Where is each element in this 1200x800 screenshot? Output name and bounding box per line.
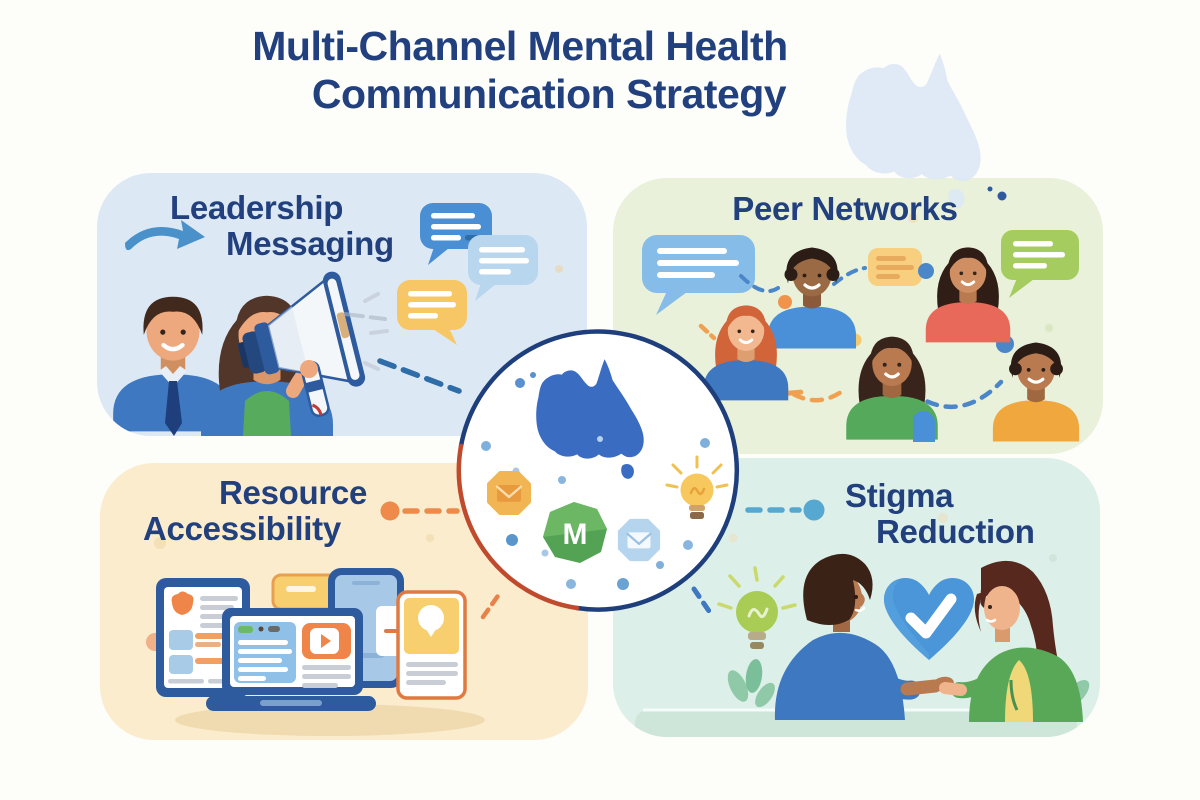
speech-bubble-icon xyxy=(642,235,755,315)
avatar-stigma-man xyxy=(774,553,954,720)
page-title-line2: Communication Strategy xyxy=(311,71,787,118)
m-badge-icon: M xyxy=(543,502,607,563)
avatar-peer-woman-coral xyxy=(924,245,1012,344)
envelope-badge-icon xyxy=(617,518,661,562)
label-stigma: Stigma xyxy=(845,477,954,514)
lightbulb-icon xyxy=(665,455,729,519)
hub-ring xyxy=(458,329,740,612)
label-accessibility: Accessibility xyxy=(143,510,341,547)
label-peer-networks: Peer Networks xyxy=(732,190,958,227)
panel-leadership-messaging xyxy=(97,173,587,436)
speech-bubble-icon xyxy=(868,248,922,286)
central-hub: M xyxy=(456,329,740,612)
label-reduction: Reduction xyxy=(876,513,1035,550)
devices-illustration xyxy=(146,568,467,711)
svg-text:M: M xyxy=(563,518,588,551)
scatter-dots xyxy=(481,436,710,590)
envelope-badge-icon xyxy=(487,471,531,515)
avatar-leader-man xyxy=(113,297,233,436)
hub-ring-accent xyxy=(456,443,580,611)
megaphone-icon xyxy=(237,271,366,417)
ground xyxy=(635,710,1077,737)
lightbulb-icon xyxy=(717,566,797,649)
shirt-accent xyxy=(913,410,935,442)
speech-bubble-icon xyxy=(468,235,538,301)
label-resource: Resource xyxy=(219,474,368,511)
avatar-stigma-woman xyxy=(939,560,1083,722)
speech-bubble-icon xyxy=(1001,230,1079,298)
shadow xyxy=(175,704,485,736)
motion-dash xyxy=(343,312,387,321)
sound-marks xyxy=(363,292,389,371)
label-messaging: Messaging xyxy=(226,225,394,262)
arrow-swoosh-icon xyxy=(125,220,205,251)
page-title-line1: Multi-Channel Mental Health xyxy=(252,23,788,69)
label-leadership: Leadership xyxy=(170,189,344,226)
heart-check-icon xyxy=(883,578,975,660)
hand xyxy=(300,360,318,378)
page-title: Multi-Channel Mental Health Communicatio… xyxy=(100,22,940,119)
speech-bubble-icon xyxy=(397,280,467,345)
avatar-peer-man-yellow xyxy=(991,340,1081,444)
leaf-icon xyxy=(727,659,775,708)
